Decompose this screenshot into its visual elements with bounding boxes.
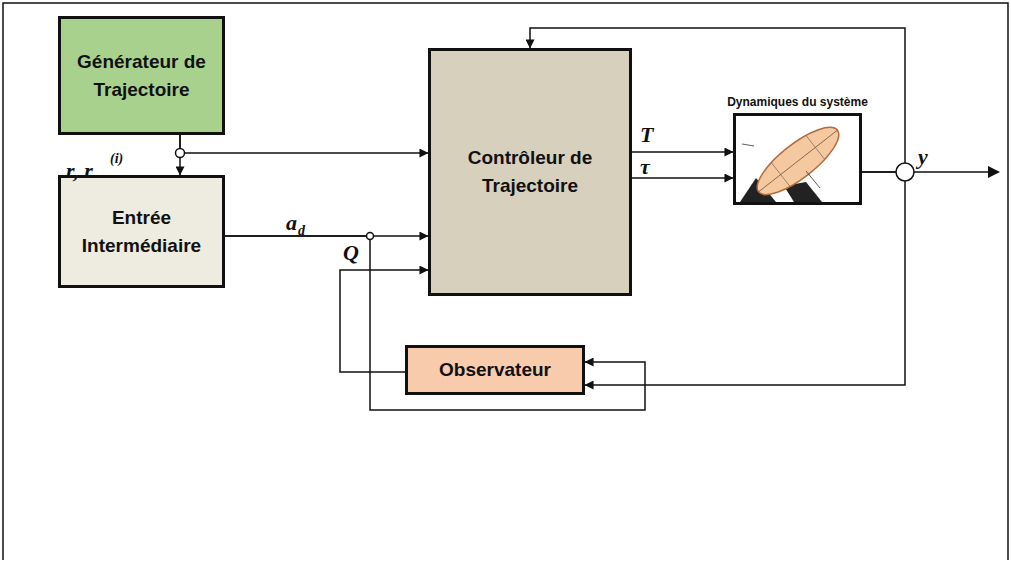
box-label: Observateur xyxy=(439,356,551,384)
box-heading: Dynamiques du système xyxy=(723,95,872,109)
junction-dot xyxy=(176,149,185,158)
system-box: Dynamiques du système xyxy=(733,95,862,205)
box-label: Contrôleur de Trajectoire xyxy=(437,144,623,199)
vehicle-illustration xyxy=(736,116,859,202)
intermediate-box: Entrée Intermédiaire xyxy=(58,175,225,288)
system-frame xyxy=(733,113,862,205)
junction-dot xyxy=(367,233,374,240)
frame-line xyxy=(3,3,1008,560)
output-arrowhead xyxy=(988,166,1000,178)
box-label: Générateur de Trajectoire xyxy=(67,48,216,103)
signal-label: T xyxy=(640,124,653,146)
signal-connector xyxy=(632,151,733,153)
box-label: Entrée Intermédiaire xyxy=(67,204,216,259)
output-junction xyxy=(896,163,914,181)
signal-label: y xyxy=(918,146,928,168)
signal-label: d xyxy=(298,224,305,238)
output-line xyxy=(905,171,990,173)
signal-label: τ xyxy=(640,156,650,178)
signal-label: Q xyxy=(343,242,359,264)
observer-box: Observateur xyxy=(405,345,585,395)
generator-box: Générateur de Trajectoire xyxy=(58,16,225,135)
signal-label: a xyxy=(286,212,297,234)
signal-connector xyxy=(180,135,428,153)
signal-label: r, r xyxy=(66,160,93,182)
controller-box: Contrôleur de Trajectoire xyxy=(428,48,632,296)
signal-label: (i) xyxy=(110,152,123,166)
